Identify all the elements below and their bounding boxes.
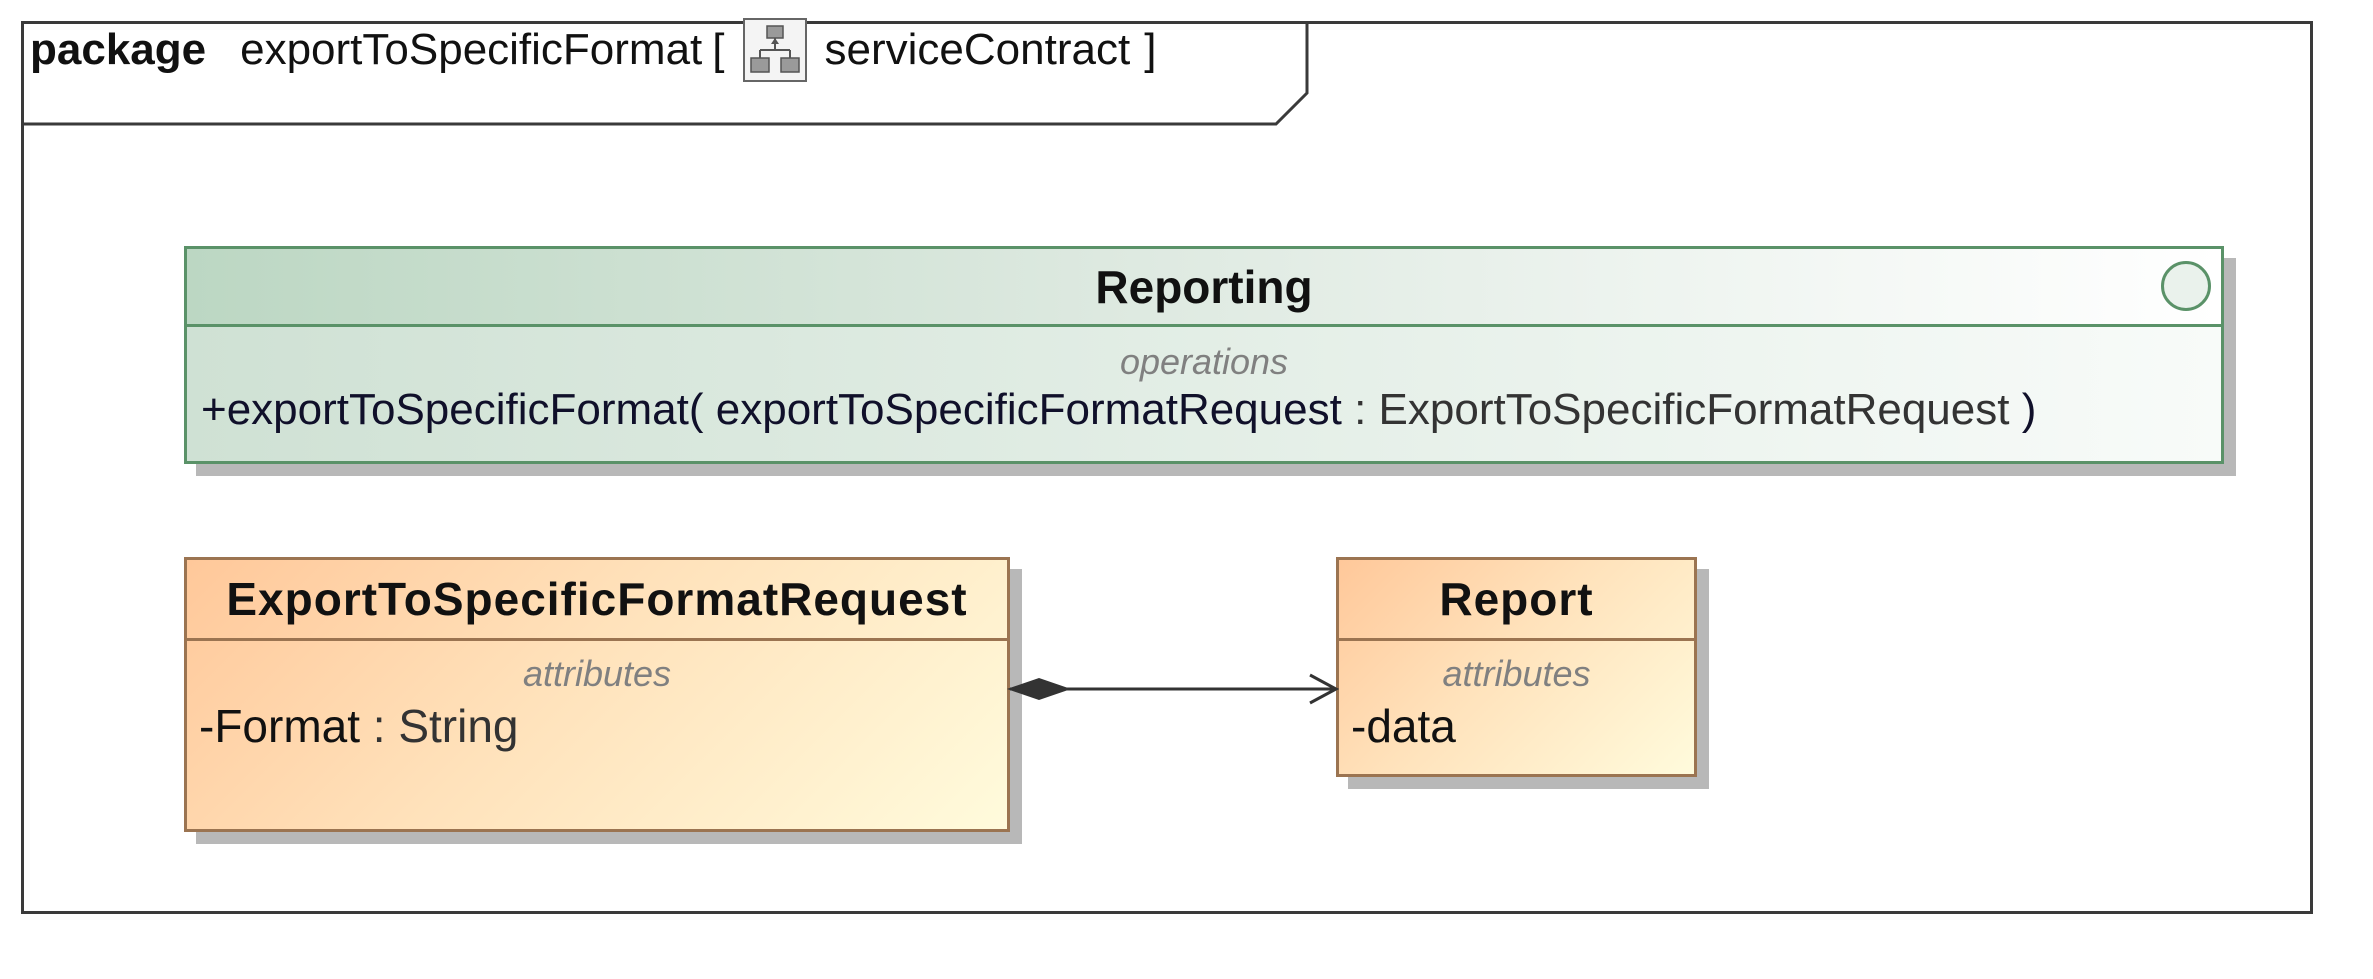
operation-param-type: ExportToSpecificFormatRequest — [1378, 385, 2010, 434]
attribute-type: String — [398, 700, 519, 752]
package-frame — [21, 21, 2313, 914]
attributes-compartment-title: attributes — [522, 653, 672, 694]
attribute-data[interactable]: -data — [1351, 699, 1456, 753]
attribute-separator: : — [372, 700, 386, 752]
attributes-compartment-title: attributes — [1442, 653, 1591, 694]
class-diagram-icon — [742, 18, 807, 82]
package-header: package exportToSpecificFormat [ service… — [30, 18, 1162, 82]
interface-reporting[interactable]: Reporting operations +exportToSpecificFo… — [184, 246, 2224, 464]
operation-param-name: exportToSpecificFormatRequest — [715, 385, 1342, 434]
operations-compartment-title: operations — [1119, 341, 1289, 382]
navigation-arrowhead — [1309, 673, 1340, 705]
operation-param-separator: : — [1354, 385, 1367, 434]
operations-compartment: operations +exportToSpecificFormat( expo… — [187, 327, 2221, 461]
class-report[interactable]: Report attributes -data — [1336, 557, 1697, 777]
attribute-name: -data — [1351, 700, 1456, 752]
class-name: Report — [1339, 560, 1694, 641]
operation-export-to-specific-format[interactable]: +exportToSpecificFormat( exportToSpecifi… — [201, 385, 2036, 435]
interface-name: Reporting — [1095, 261, 1313, 313]
composition-diamond — [1006, 677, 1072, 701]
package-keyword: package — [30, 25, 207, 74]
package-name: exportToSpecificFormat — [240, 25, 703, 74]
attribute-name: -Format — [199, 700, 360, 752]
open-bracket: [ — [712, 25, 725, 74]
class-export-to-specific-format-request[interactable]: ExportToSpecificFormatRequest attributes… — [184, 557, 1010, 832]
attribute-format[interactable]: -Format : String — [199, 699, 519, 753]
class-name: ExportToSpecificFormatRequest — [187, 560, 1007, 641]
operation-close-paren: ) — [2021, 385, 2037, 434]
interface-lollipop-icon — [2161, 261, 2211, 311]
close-bracket: ] — [1144, 25, 1157, 74]
diagram-type-name: serviceContract — [824, 25, 1131, 74]
operation-name: +exportToSpecificFormat( — [201, 385, 704, 434]
interface-header: Reporting — [187, 249, 2221, 327]
